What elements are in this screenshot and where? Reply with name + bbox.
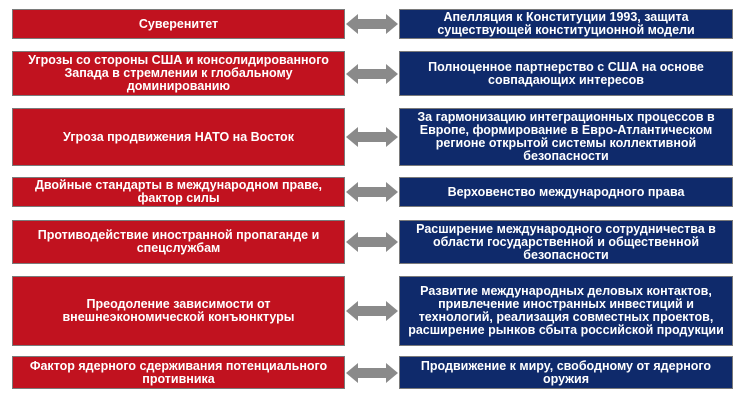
double-arrow-icon: [345, 51, 399, 96]
right-box-text: Расширение международного сотрудничества…: [416, 221, 716, 262]
left-box-text: Фактор ядерного сдерживания потенциально…: [29, 358, 328, 386]
double-arrow-icon: [345, 276, 399, 346]
left-box-text: Преодоление зависимости от внешнеэкономи…: [62, 297, 295, 324]
left-box: Преодоление зависимости от внешнеэкономи…: [12, 276, 345, 346]
left-box: Фактор ядерного сдерживания потенциально…: [12, 356, 345, 389]
left-box-text: Угроза продвижения НАТО на Восток: [63, 129, 294, 144]
right-box: Верховенство международного права: [399, 177, 733, 207]
diagram-row: Суверенитет Апелляция к Конституции 1993…: [0, 9, 744, 39]
right-box: Расширение международного сотрудничества…: [399, 220, 733, 264]
right-box: Полноценное партнерство с США на основе …: [399, 51, 733, 96]
double-arrow-icon: [345, 220, 399, 264]
left-box: Двойные стандарты в международном праве,…: [12, 177, 345, 207]
double-arrow-icon: [345, 9, 399, 39]
right-box-text: Верховенство международного права: [447, 184, 685, 199]
left-box: Противодействие иностранной пропаганде и…: [12, 220, 345, 264]
left-box-text: Угрозы со стороны США и консолидированно…: [28, 53, 329, 93]
left-box: Угроза продвижения НАТО на Восток: [12, 108, 345, 166]
right-box: Апелляция к Конституции 1993, защита сущ…: [399, 9, 733, 39]
right-box: За гармонизацию интеграционных процессов…: [399, 108, 733, 166]
right-box-text: Апелляция к Конституции 1993, защита сущ…: [437, 10, 695, 37]
left-box: Угрозы со стороны США и консолидированно…: [12, 51, 345, 96]
left-box-text: Суверенитет: [138, 16, 219, 31]
right-box-text: За гармонизацию интеграционных процессов…: [417, 110, 715, 163]
double-arrow-icon: [345, 108, 399, 166]
left-box-text: Двойные стандарты в международном праве,…: [34, 178, 323, 205]
right-box: Продвижение к миру, свободному от ядерно…: [399, 356, 733, 389]
double-arrow-icon: [345, 177, 399, 207]
right-box-text: Развитие международных деловых контактов…: [408, 284, 724, 337]
diagram-row: Преодоление зависимости от внешнеэкономи…: [0, 276, 744, 346]
diagram-row: Угрозы со стороны США и консолидированно…: [0, 51, 744, 96]
diagram-row: Противодействие иностранной пропаганде и…: [0, 220, 744, 264]
right-box-text: Продвижение к миру, свободному от ядерно…: [420, 358, 712, 386]
diagram-row: Фактор ядерного сдерживания потенциально…: [0, 356, 744, 389]
left-box-text: Противодействие иностранной пропаганде и…: [37, 228, 320, 255]
diagram-row: Угроза продвижения НАТО на Восток За гар…: [0, 108, 744, 166]
diagram-row: Двойные стандарты в международном праве,…: [0, 177, 744, 207]
double-arrow-icon: [345, 356, 399, 389]
left-box: Суверенитет: [12, 9, 345, 39]
right-box-text: Полноценное партнерство с США на основе …: [428, 59, 704, 87]
right-box: Развитие международных деловых контактов…: [399, 276, 733, 346]
